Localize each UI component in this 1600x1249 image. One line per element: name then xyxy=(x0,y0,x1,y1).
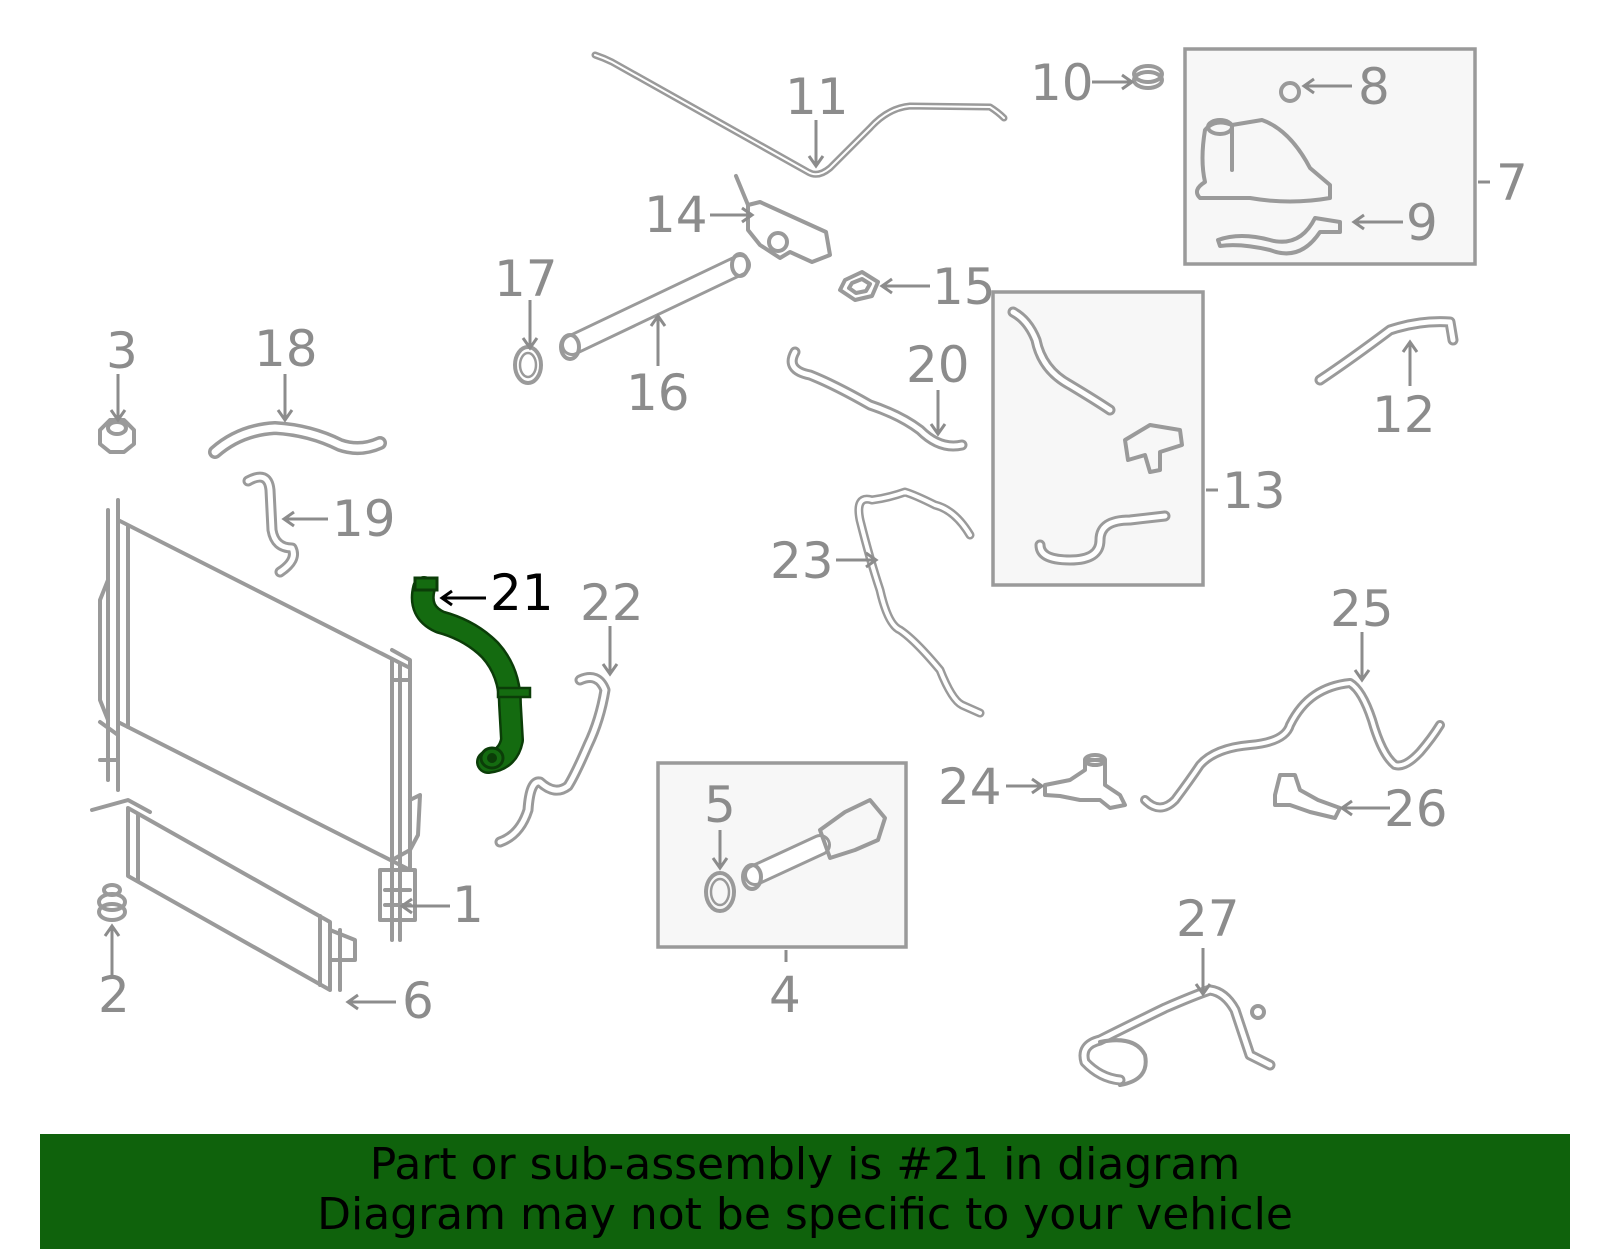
callout-1: 1 xyxy=(452,876,484,934)
hose-part-21-highlighted xyxy=(410,576,532,774)
callout-5: 5 xyxy=(704,776,736,834)
valve-part-24 xyxy=(1043,753,1127,810)
callout-2: 2 xyxy=(98,966,130,1024)
bracket-part-9 xyxy=(1216,216,1342,256)
callout-25: 25 xyxy=(1330,580,1394,638)
callout-19: 19 xyxy=(332,490,396,548)
callout-7: 7 xyxy=(1496,154,1528,212)
callout-13: 13 xyxy=(1222,462,1286,520)
bushing-part-3 xyxy=(98,418,136,454)
callout-15: 15 xyxy=(932,258,996,316)
callout-3: 3 xyxy=(106,322,138,380)
gasket-part-15 xyxy=(838,270,880,302)
callout-21: 21 xyxy=(490,564,554,622)
callout-9: 9 xyxy=(1406,194,1438,252)
bracket-part-27 xyxy=(1078,984,1276,1087)
callout-10: 10 xyxy=(1030,54,1094,112)
cap-part-10 xyxy=(1132,64,1164,90)
callout-17: 17 xyxy=(494,250,558,308)
clip-part-8 xyxy=(1279,81,1301,103)
tube-part-16 xyxy=(559,252,751,361)
callout-26: 26 xyxy=(1384,780,1448,838)
info-banner: Part or sub-assembly is #21 in diagram D… xyxy=(40,1134,1570,1249)
housing-part-14 xyxy=(734,174,832,264)
callout-27: 27 xyxy=(1176,890,1240,948)
callout-11: 11 xyxy=(785,68,849,126)
fitting-part-4 xyxy=(741,798,887,891)
callout-23: 23 xyxy=(770,532,834,590)
callout-4: 4 xyxy=(769,966,801,1024)
callout-16: 16 xyxy=(626,364,690,422)
callout-8: 8 xyxy=(1358,58,1390,116)
callout-24: 24 xyxy=(938,758,1002,816)
callout-12: 12 xyxy=(1372,386,1436,444)
sensor-part-26 xyxy=(1273,773,1342,820)
callout-6: 6 xyxy=(402,972,434,1030)
condenser-part-6 xyxy=(90,798,357,992)
callout-22: 22 xyxy=(580,574,644,632)
reservoir-part-7 xyxy=(1194,81,1342,256)
hoses-part-13 xyxy=(1007,306,1184,566)
banner-line-2: Diagram may not be specific to your vehi… xyxy=(317,1189,1293,1240)
callout-18: 18 xyxy=(254,320,318,378)
bushing-part-2 xyxy=(97,883,127,922)
oring-part-5 xyxy=(704,871,736,913)
banner-line-1: Part or sub-assembly is #21 in diagram xyxy=(369,1139,1241,1190)
callout-20: 20 xyxy=(906,336,970,394)
leader-arrows xyxy=(103,73,1490,1011)
callout-14: 14 xyxy=(644,186,708,244)
radiator-part-1 xyxy=(98,498,422,942)
